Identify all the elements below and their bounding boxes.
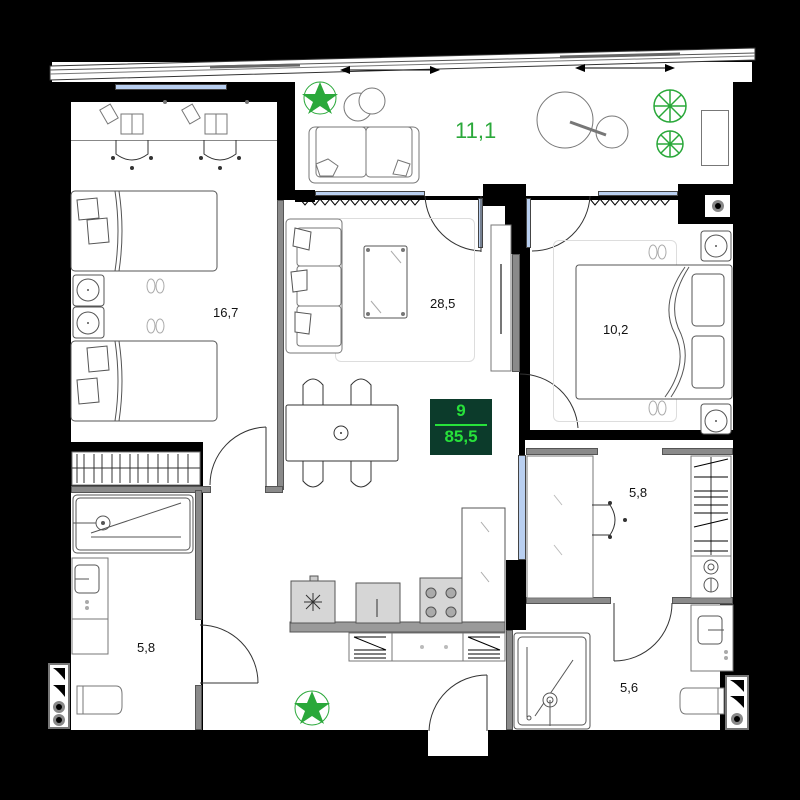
slippers-icon bbox=[146, 318, 165, 334]
single-bed bbox=[70, 190, 218, 272]
room-area-study: 5,8 bbox=[629, 485, 648, 500]
door-balcony-bedroom[interactable] bbox=[530, 195, 592, 256]
vent-icon bbox=[730, 680, 744, 725]
exterior-wall-right bbox=[733, 180, 753, 680]
utility-shaft-left bbox=[48, 663, 70, 729]
dining-table bbox=[285, 378, 399, 488]
curtain-living bbox=[299, 198, 421, 206]
slippers-icon bbox=[648, 244, 667, 260]
sink bbox=[690, 604, 734, 672]
wall-kids-top-left bbox=[71, 82, 115, 102]
sliding-door-arrow-icon bbox=[340, 66, 440, 74]
room-area-master-bedroom: 10,2 bbox=[603, 322, 629, 337]
wall-kids-balcony-divider bbox=[277, 82, 295, 200]
partition-bedroom-study-right bbox=[662, 448, 733, 455]
nightstand bbox=[72, 274, 105, 339]
plant-icon bbox=[653, 89, 687, 158]
entrance-opening bbox=[428, 728, 488, 756]
partition-corridor-living bbox=[265, 486, 283, 493]
total-area: 85,5 bbox=[444, 427, 478, 446]
wall-kids-top-right bbox=[227, 82, 277, 102]
window-living-left bbox=[315, 191, 425, 196]
door-bathroom-left[interactable] bbox=[199, 624, 262, 687]
desk-chair bbox=[199, 140, 241, 170]
floor-area-badge: 9 85,5 bbox=[430, 399, 492, 455]
room-area-balcony: 11,1 bbox=[455, 118, 497, 143]
room-area-bathroom-left: 5,8 bbox=[137, 640, 156, 655]
window-study bbox=[518, 455, 526, 560]
desk bbox=[71, 102, 277, 141]
toilet bbox=[76, 685, 123, 715]
riser-icon bbox=[712, 200, 724, 212]
partition-bedroom-study-left bbox=[526, 448, 598, 455]
plant-icon bbox=[294, 690, 330, 726]
lounge-chair bbox=[536, 91, 629, 149]
wardrobe-kids bbox=[71, 451, 201, 486]
wardrobe-hall bbox=[490, 224, 512, 372]
exterior-wall-bottom bbox=[40, 730, 760, 755]
balcony-storage bbox=[701, 110, 729, 166]
door-balcony-living[interactable] bbox=[424, 195, 485, 256]
nightstand bbox=[700, 230, 732, 262]
fridge bbox=[461, 507, 506, 624]
slippers-icon bbox=[146, 278, 165, 294]
plant-icon bbox=[302, 81, 338, 115]
room-area-kids-bedroom: 16,7 bbox=[213, 305, 239, 320]
sliding-door-arrow-icon bbox=[575, 64, 675, 72]
sofa-balcony bbox=[308, 126, 420, 184]
wardrobe-study bbox=[690, 455, 732, 599]
room-area-bathroom-right: 5,6 bbox=[620, 680, 639, 695]
exterior-wall-left bbox=[52, 82, 71, 662]
single-bed bbox=[70, 340, 218, 422]
partition-kids-living bbox=[277, 200, 284, 490]
desk-chair bbox=[111, 140, 153, 170]
door-entrance[interactable] bbox=[428, 673, 490, 733]
door-kids-bedroom[interactable] bbox=[208, 425, 270, 490]
window-kids bbox=[115, 84, 227, 90]
bathtub bbox=[72, 494, 194, 554]
kitchen-counter bbox=[289, 575, 506, 633]
sofa-living bbox=[285, 218, 343, 354]
door-bedroom[interactable] bbox=[519, 372, 582, 432]
badge-divider bbox=[435, 424, 487, 426]
balcony-glazing bbox=[49, 47, 756, 81]
double-bed bbox=[575, 264, 733, 400]
partition-bath-corridor-upper bbox=[195, 490, 202, 620]
room-area-living: 28,5 bbox=[430, 296, 456, 311]
study-chair bbox=[592, 501, 627, 539]
coffee-table bbox=[363, 245, 408, 319]
partition-wardrobe-bath bbox=[71, 486, 211, 493]
toilet bbox=[679, 687, 725, 715]
partition-bath-right-left bbox=[506, 630, 513, 730]
window-door-center-right bbox=[526, 198, 531, 248]
partition-bath-corridor-lower bbox=[195, 685, 202, 730]
hall-shoe-cabinet bbox=[348, 632, 506, 662]
shower-tray bbox=[513, 632, 591, 730]
partition-living-bedroom bbox=[512, 254, 520, 372]
wall-study-left-lower bbox=[506, 560, 526, 630]
floor-number: 9 bbox=[456, 401, 466, 420]
nightstand bbox=[700, 403, 732, 435]
vent-icon bbox=[53, 668, 65, 726]
curtain-bedroom bbox=[589, 198, 671, 206]
sink bbox=[71, 557, 109, 655]
slippers-icon bbox=[648, 400, 667, 416]
exterior-wall-right-top bbox=[733, 82, 753, 182]
window-bedroom bbox=[598, 191, 678, 196]
study-desk bbox=[526, 455, 594, 599]
door-study-bath[interactable] bbox=[612, 602, 674, 665]
desk-items bbox=[99, 100, 249, 135]
side-tables bbox=[343, 87, 386, 122]
